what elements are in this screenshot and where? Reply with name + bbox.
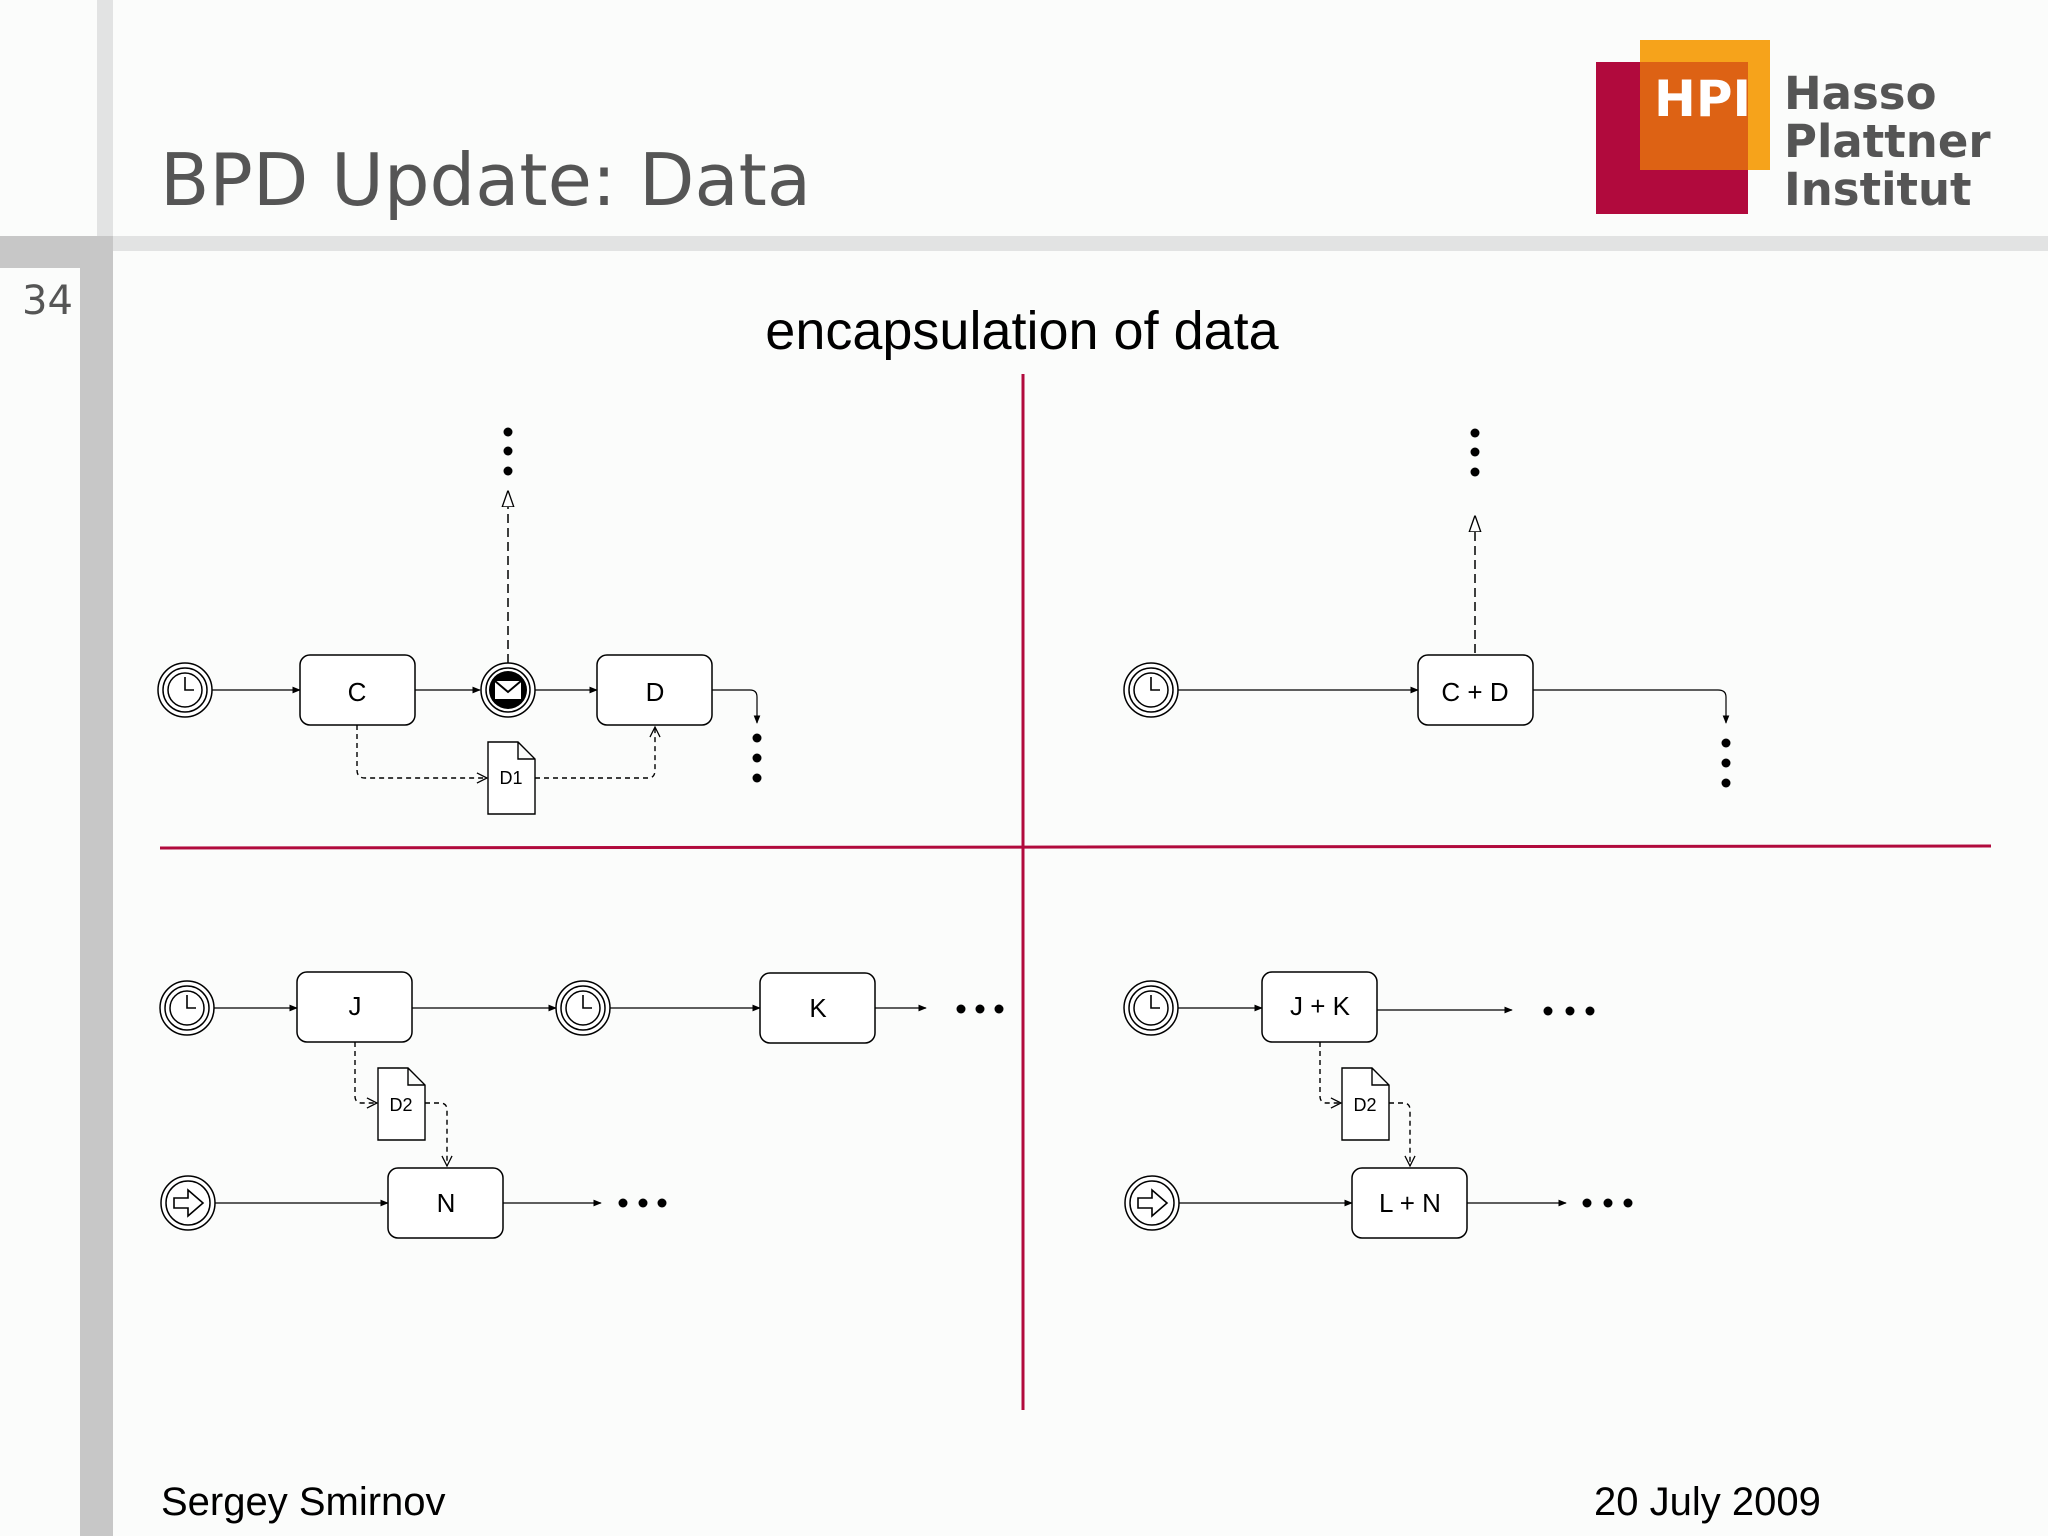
timer-start-event-icon [1123, 980, 1179, 1036]
link-start-event-icon [160, 1175, 216, 1231]
task-j-plus-k-label: J + K [1290, 991, 1351, 1021]
timer-start-event-icon [1123, 662, 1179, 718]
timer-start-event-icon [159, 980, 215, 1036]
timer-intermediate-event-icon [555, 980, 611, 1036]
slide-title: BPD Update: Data [160, 138, 811, 222]
quadrant-1: C D D1 [157, 427, 762, 815]
hpi-logo: HPI Hasso Plattner Institut [1596, 40, 1991, 220]
task-d-label: D [646, 677, 665, 707]
logo-line1: Hasso [1784, 67, 1937, 120]
slide-subtitle: encapsulation of data [0, 300, 2048, 362]
logo-line2: Plattner [1784, 115, 1991, 168]
data-d1-label: D1 [499, 768, 522, 788]
quadrant-4: J + K L + N D2 [1123, 971, 1633, 1239]
divider-horizontal [159, 844, 1992, 850]
footer-author: Sergey Smirnov [161, 1480, 446, 1524]
logo-abbrev: HPI [1654, 70, 1752, 128]
decor-bar-corner [0, 236, 113, 268]
task-c-plus-d-label: C + D [1441, 677, 1508, 707]
timer-start-event-icon [157, 662, 213, 718]
logo-dark-orange-square [1640, 62, 1748, 170]
task-l-plus-n-label: L + N [1379, 1188, 1441, 1218]
task-k-label: K [809, 993, 827, 1023]
page-number: 34 [22, 278, 73, 324]
message-event-icon [480, 662, 536, 718]
data-d2-label: D2 [1353, 1095, 1376, 1115]
logo-line3: Institut [1784, 163, 1972, 216]
quadrant-2: C + D [1123, 428, 1731, 788]
task-j-label: J [349, 991, 362, 1021]
task-n-label: N [437, 1188, 456, 1218]
decor-bar-horizontal [0, 236, 2048, 251]
link-start-event-icon [1124, 1175, 1180, 1231]
decor-bar-vertical [80, 268, 113, 1536]
task-c-label: C [348, 677, 367, 707]
quadrant-3: J K N D2 [159, 971, 1004, 1239]
subtitle-text: encapsulation of data [765, 301, 1279, 361]
decor-bar-top [97, 0, 113, 252]
logo-name: Hasso Plattner Institut [1784, 70, 1991, 214]
data-d2-label: D2 [389, 1095, 412, 1115]
footer-date: 20 July 2009 [1594, 1480, 1821, 1524]
